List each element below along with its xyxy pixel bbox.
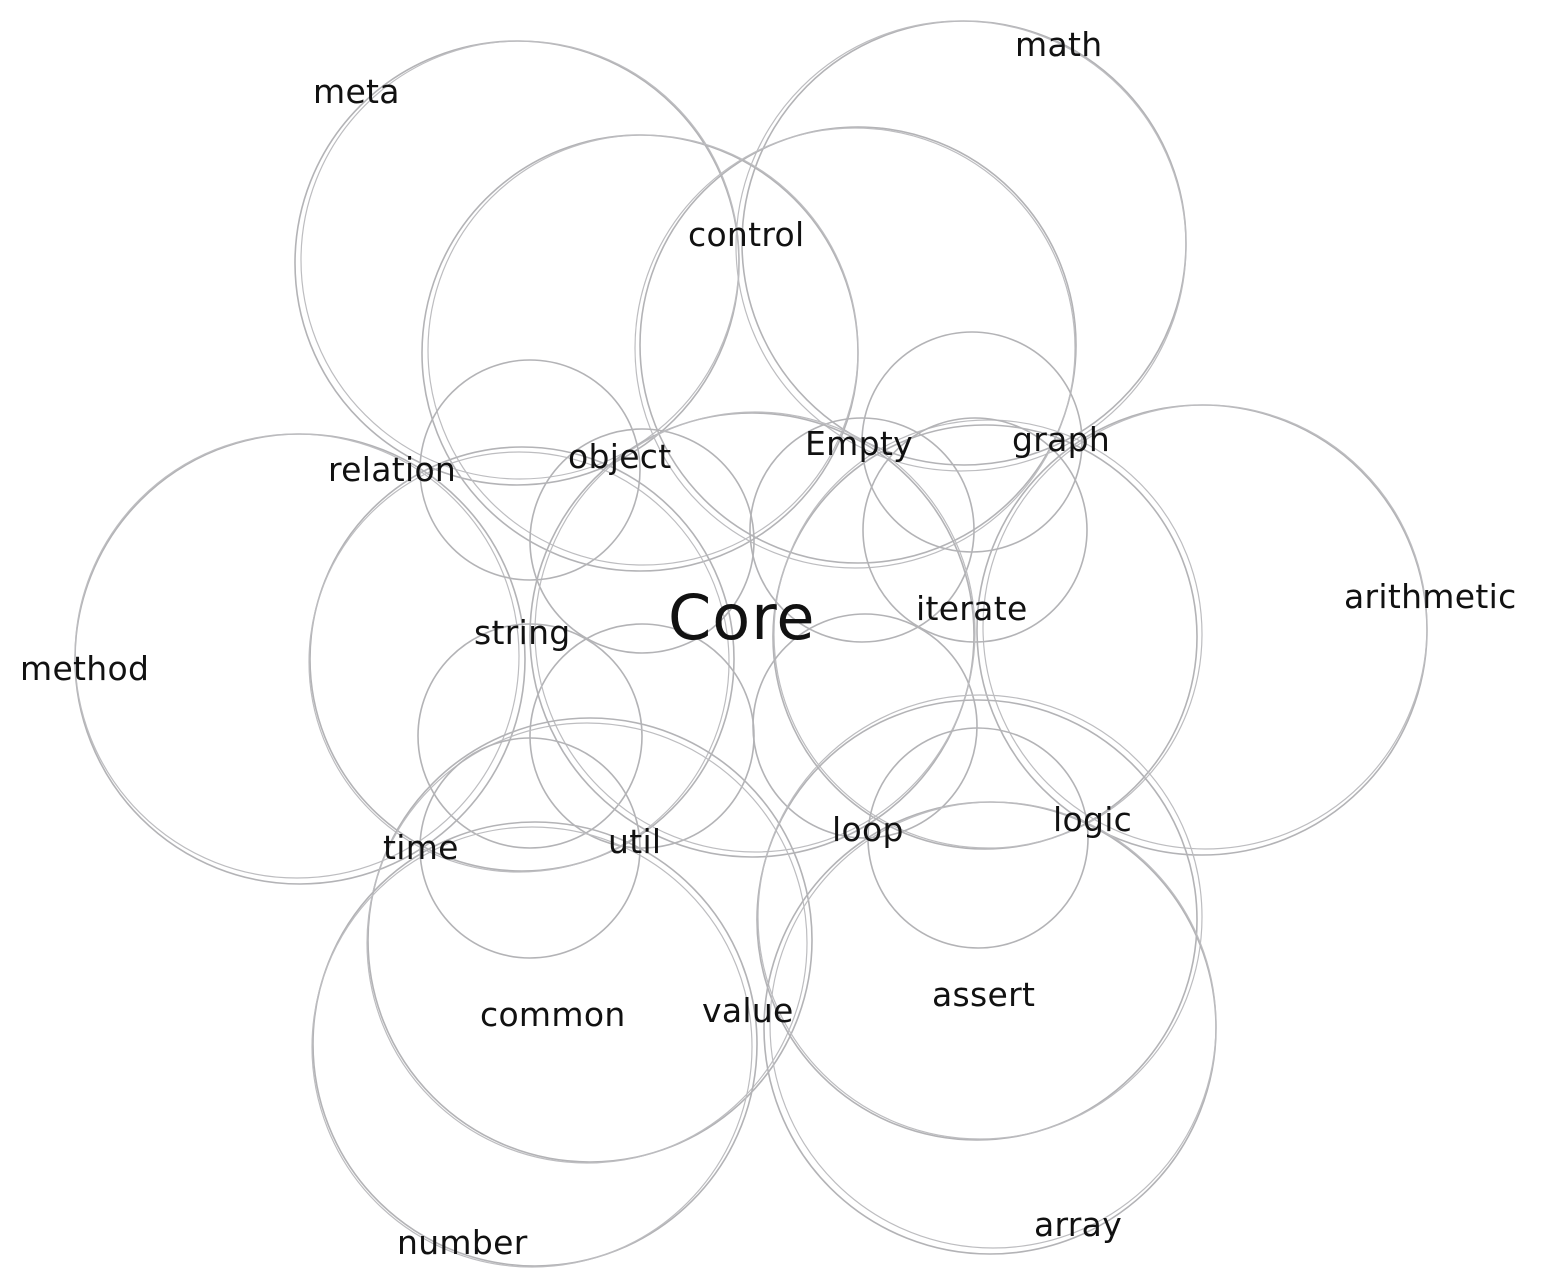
ring-iterate-core [752, 613, 978, 839]
ring-object-core [529, 428, 755, 654]
ring-core-inner [529, 412, 975, 858]
label-meta: meta [313, 72, 400, 111]
label-string: string [474, 613, 571, 652]
ring-method-sketch [74, 433, 520, 879]
label-assert: assert [932, 975, 1035, 1014]
ring-math-sketch [735, 20, 1187, 472]
ring-relation-time [309, 446, 735, 872]
label-iterate: iterate [916, 589, 1028, 628]
ring-number [312, 821, 758, 1267]
label-value: value [702, 991, 794, 1030]
ring-array-sketch [769, 801, 1217, 1249]
ring-loop-logic [756, 699, 1198, 1141]
label-math: math [1015, 25, 1102, 64]
ring-graph-logic [772, 424, 1198, 850]
label-object: object [568, 437, 672, 476]
ring-relation-object [419, 359, 641, 581]
label-empty: Empty [805, 424, 913, 463]
label-array: array [1034, 1205, 1122, 1244]
label-common: common [480, 995, 626, 1034]
module-labels: meta math control relation object Empty … [20, 25, 1517, 1262]
module-rings [74, 20, 1428, 1268]
label-arithmetic: arithmetic [1344, 577, 1517, 616]
ring-loop-logic-sketch [757, 694, 1203, 1140]
ring-empty-graph [861, 331, 1083, 553]
label-control: control [688, 215, 805, 254]
label-util: util [608, 822, 661, 861]
label-method: method [20, 649, 149, 688]
ring-math [741, 20, 1187, 466]
ring-object-control-sketch [427, 134, 859, 566]
ring-relation-time-sketch [308, 451, 730, 873]
ring-time-util [419, 737, 641, 959]
ring-number-sketch [311, 826, 753, 1268]
ring-loop-value [867, 727, 1089, 949]
ring-arithmetic-sketch [982, 404, 1428, 850]
ring-control-graph [639, 126, 1077, 564]
ring-array [763, 801, 1217, 1255]
ring-core-inner-sketch [534, 411, 976, 853]
label-core: Core [668, 581, 816, 654]
ring-meta-sketch [300, 40, 740, 480]
label-graph: graph [1012, 420, 1110, 459]
label-number: number [397, 1223, 528, 1262]
label-time: time [383, 828, 459, 867]
label-logic: logic [1053, 800, 1132, 839]
ring-time-value [367, 717, 813, 1163]
label-relation: relation [328, 450, 456, 489]
ring-graph-logic-sketch [773, 419, 1203, 849]
ring-empty-core [749, 417, 975, 643]
ring-control-graph-sketch [634, 127, 1076, 569]
ring-time-value-sketch [366, 722, 808, 1164]
label-loop: loop [832, 810, 904, 849]
